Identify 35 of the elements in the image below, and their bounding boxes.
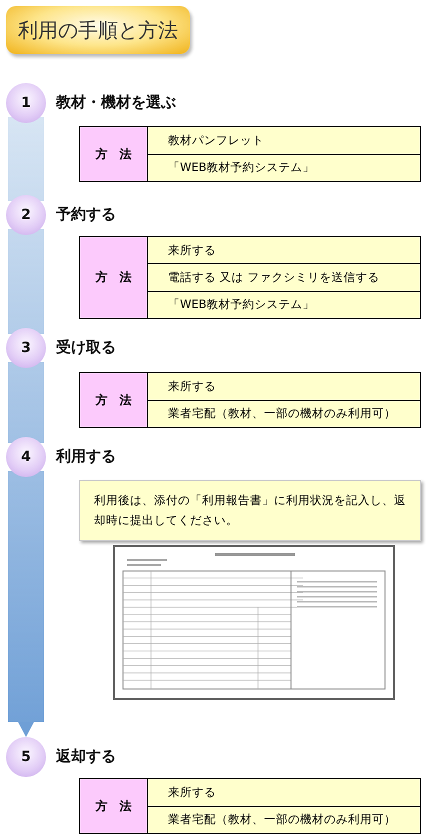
step-heading: 予約する [56, 205, 116, 224]
method-table [79, 778, 421, 834]
step-heading: 利用する [56, 447, 116, 466]
connector-band [8, 362, 44, 443]
method-cell: 業者宅配（教材、一部の機材のみ利用可） [148, 400, 420, 427]
method-cell: 「WEB教材予約システム」 [148, 154, 420, 181]
method-cell: 業者宅配（教材、一部の機材のみ利用可） [148, 806, 420, 833]
title-banner: 利用の手順と方法 [6, 6, 190, 54]
arrow [8, 471, 44, 737]
method-cell-text: 教材パンフレット [167, 132, 265, 149]
method-cell-text: 来所する [167, 378, 217, 395]
step-circle [6, 737, 46, 777]
method-table [79, 236, 421, 319]
step-circle [6, 83, 46, 123]
method-cell-text: 来所する [167, 784, 217, 801]
method-cell-text: 来所する [167, 242, 217, 259]
connector-band [8, 229, 44, 334]
method-table [79, 126, 421, 182]
step-number: 5 [21, 749, 31, 765]
note-box: 利用後は、添付の「利用報告書」に利用状況を記入し、返却時に提出してください。 [79, 480, 421, 542]
method-label-cell: 方 法 [80, 779, 148, 833]
step-number: 2 [21, 207, 31, 223]
step-number: 3 [21, 340, 31, 356]
connector-band [8, 117, 44, 201]
step-heading: 返却する [56, 747, 116, 766]
step-number: 4 [21, 449, 31, 465]
step-heading: 受け取る [56, 338, 116, 357]
step-heading: 教材・機材を選ぶ [56, 93, 176, 112]
method-cell: 電話する 又は ファクシミリを送信する [148, 263, 420, 291]
method-cell: 「WEB教材予約システム」 [148, 290, 420, 318]
method-label-cell: 方 法 [80, 373, 148, 427]
method-table [79, 372, 421, 428]
method-label-cell: 方 法 [80, 237, 148, 318]
step-number: 1 [21, 95, 31, 111]
method-label-cell: 方 法 [80, 127, 148, 181]
